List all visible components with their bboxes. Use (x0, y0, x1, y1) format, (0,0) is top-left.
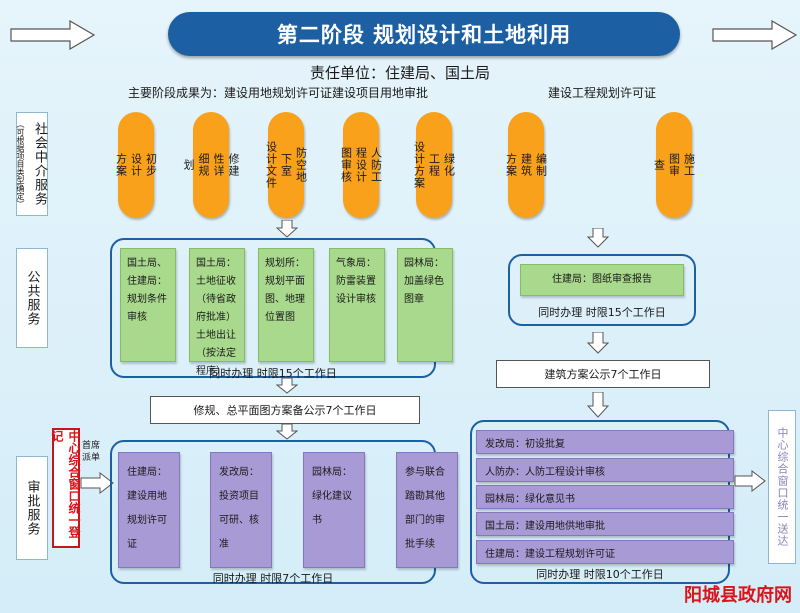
public-box-greening-seal: 园林局： 加盖绿色 图章 (397, 248, 453, 362)
pill-greening-design: 绿化工程设计方案 (413, 112, 456, 218)
public-box-land-housing-conditions: 国土局、 住建局： 规划条件 审核 (120, 248, 176, 362)
center-window-send-out: 中心综合窗口统一送达 (768, 410, 796, 564)
row-label-social-service: 社会中介服务 （可根据项目类型确定） (16, 112, 48, 216)
public-label: 公共服务 (24, 270, 40, 326)
left-stage-output: 主要阶段成果为：建设用地规划许可证建设项目用地审批 (128, 86, 429, 100)
site-logo: 阳城县政府网 (684, 585, 792, 606)
center-window-label: 中心综合窗口统一登记 (50, 430, 81, 538)
approval-row-civil-defense: 人防办：人防工程设计审核 (476, 458, 734, 482)
approval-box-land-use-permit: 住建局： 建设用地 规划许可 证 (118, 452, 180, 568)
approval-row-construction-permit: 住建局：建设工程规划许可证 (476, 540, 734, 564)
planning-publicity: 修规、总平面图方案备公示7个工作日 (150, 396, 420, 424)
public-box-drawing-review-report: 住建局：图纸审查报告 (520, 264, 684, 296)
first-dispatch-label: 首席派单 (82, 441, 101, 463)
approval-row-land-supply: 国土局：建设用地供地审批 (476, 512, 734, 536)
right-stage-output: 建设工程规划许可证 (548, 86, 657, 100)
send-out-label: 中心综合窗口统一送达 (776, 427, 789, 547)
pill-civil-defense-review: 人防工程设计图审核 (340, 112, 383, 218)
building-scheme-publicity: 建筑方案公示7个工作日 (496, 360, 710, 388)
down-arrow (276, 378, 298, 394)
approval-row-preliminary-design: 发改局：初设批复 (476, 430, 734, 454)
approval-box-joint-inspection: 参与联合 踏勘其他 部门的审 批手续 (396, 452, 458, 568)
public-service-group-right (508, 254, 696, 326)
send-out-arrow (734, 470, 766, 492)
left-flow-arrow (10, 20, 96, 50)
pill-construction-drawing-review: 施工图审查 (653, 112, 696, 218)
approval-row-greening-opinion: 园林局：绿化意见书 (476, 485, 734, 509)
down-arrow (587, 392, 609, 418)
pill-air-defense-basement: 防空地下室设计文件 (265, 112, 308, 218)
pill-building-scheme: 编制建筑方案 (505, 112, 548, 218)
public-box-lightning-review: 气象局： 防雷装置 设计审核 (329, 248, 385, 362)
public-box-planning-map: 规划所： 规划平面 图、地理 位置图 (258, 248, 314, 362)
public-left-time-limit: 同时办理 时限15个工作日 (209, 367, 337, 380)
dispatch-arrow (80, 472, 114, 494)
row-label-public-service: 公共服务 (16, 248, 48, 348)
approval-label: 审批服务 (24, 480, 40, 536)
right-flow-arrow (712, 20, 798, 50)
responsible-units: 责任单位：住建局、国土局 (309, 64, 490, 82)
approval-box-greening-suggestion: 园林局： 绿化建议 书 (303, 452, 365, 568)
public-box-land-expropriation: 国土局： 土地征收 （待省政 府批准） 土地出让 （按法定 程序） (189, 248, 245, 377)
row-label-approval-service: 审批服务 (16, 456, 48, 560)
pill-detailed-planning: 修建性详细规划 (182, 112, 240, 218)
center-window-registration: 中心综合窗口统一登记 (50, 428, 81, 548)
down-arrow (587, 228, 609, 248)
pill-preliminary-design: 初步设计方案 (115, 112, 158, 218)
approval-right-time-limit: 同时办理 时限10个工作日 (536, 568, 664, 581)
down-arrow (587, 332, 609, 354)
stage-title: 第二阶段 规划设计和土地利用 (168, 12, 680, 56)
down-arrow (276, 424, 298, 440)
public-right-time-limit: 同时办理 时限15个工作日 (538, 306, 666, 319)
social-label: 社会中介服务 (32, 122, 47, 206)
approval-box-investment-review: 发改局： 投资项目 可研、核 准 (210, 452, 272, 568)
down-arrow (276, 220, 298, 238)
social-note: （可根据项目类型确定） (16, 120, 25, 208)
approval-left-time-limit: 同时办理 时限7个工作日 (212, 572, 334, 585)
